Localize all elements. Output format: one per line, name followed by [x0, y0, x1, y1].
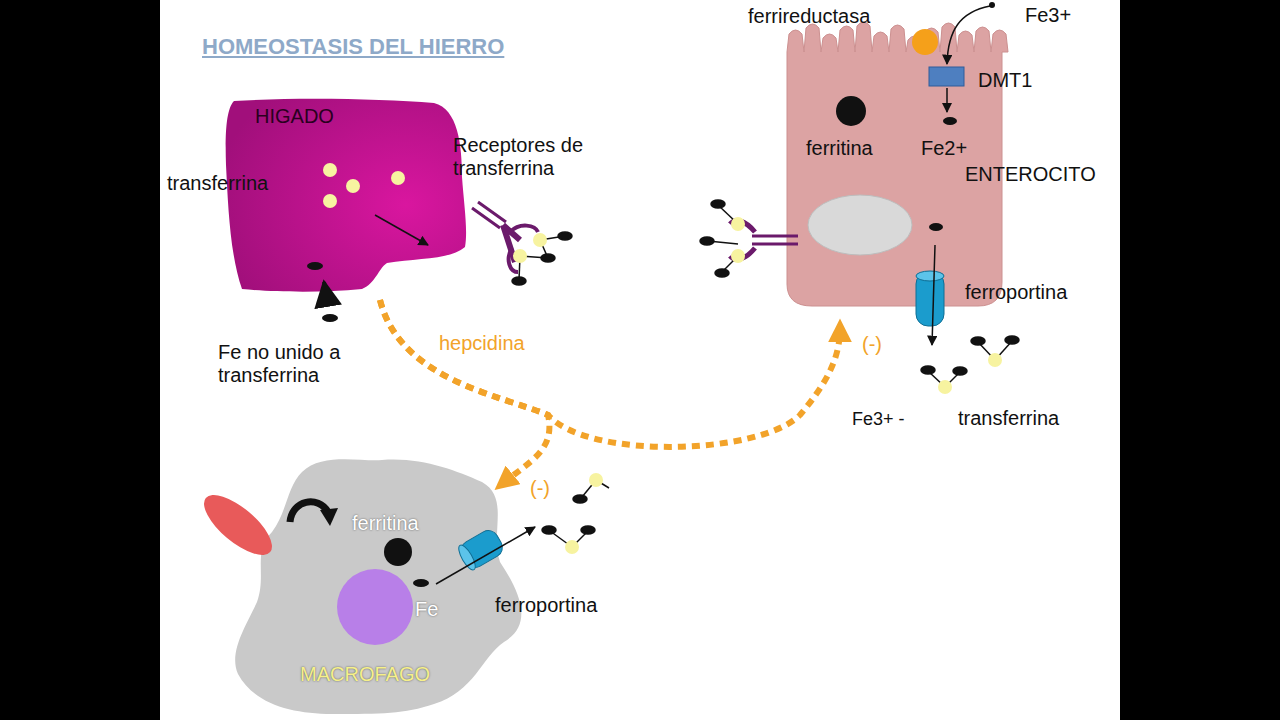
- entry-arrow: [946, 88, 948, 112]
- transferrin-iron-part: [953, 367, 967, 375]
- macrophage-cell: MACROFAGO: [232, 452, 494, 718]
- iron-dots-part: [307, 262, 323, 270]
- liver-cell: HIGADO: [222, 95, 465, 300]
- protein-label: transferrina: [167, 172, 268, 195]
- transferrin-iron-part: [589, 473, 603, 487]
- diagram-title: HOMEOSTASIS DEL HIERRO: [202, 34, 504, 60]
- red-blood-cell: [195, 485, 281, 565]
- transferrin-iron-part: [573, 495, 587, 503]
- transferrin-iron-part: [711, 200, 725, 208]
- ferroportin-channel-part: [916, 272, 944, 326]
- transferrin-iron: [700, 200, 745, 277]
- iron-dot: [413, 579, 429, 587]
- transferrin-iron-part: [938, 380, 952, 394]
- transferrin-circles-part: [323, 194, 337, 208]
- ferroportin-channel-part: [916, 271, 944, 281]
- enterocyte-cell: ENTEROCITO: [782, 12, 1007, 320]
- transferrin-iron-part: [512, 277, 526, 285]
- ferritin-label: ferritina: [352, 512, 419, 535]
- transferrin-receptor: [472, 202, 538, 272]
- transferrin-iron-part: [513, 249, 527, 263]
- ferritin-label: ferritina: [806, 137, 873, 160]
- channel-label: ferroportina: [495, 594, 597, 617]
- nucleus: [337, 569, 413, 645]
- side-bar: [1120, 0, 1280, 720]
- transferrin-iron-part: [731, 249, 745, 263]
- side-bar: [0, 0, 160, 720]
- transferrin-iron-part: [921, 366, 935, 374]
- nucleus: [808, 195, 912, 255]
- cell-name: ENTEROCITO: [965, 163, 1096, 186]
- ion-label: Fe3+: [1025, 4, 1071, 27]
- ion-label: Fe2+: [921, 137, 967, 160]
- enzyme-label: ferrireductasa: [748, 5, 870, 28]
- transferrin-receptor-part: [472, 202, 506, 228]
- hormone-label: hepcidina: [436, 332, 528, 355]
- iron-label: Fe no unido a transferrina: [218, 341, 388, 387]
- transferrin-iron-part: [988, 353, 1002, 367]
- receptor-label: Receptores de transferrina: [453, 134, 638, 180]
- iron-dot: [943, 117, 957, 125]
- hormone-signal: [380, 300, 549, 484]
- macrophage-outline: [235, 459, 521, 714]
- dmt1-transporter: [929, 67, 964, 86]
- liver-outline: [226, 99, 466, 292]
- transferrin-iron-part: [565, 540, 579, 554]
- ferrireductase: [912, 29, 938, 55]
- transferrin-iron-part: [533, 233, 547, 247]
- iron-dots-part: [322, 314, 338, 322]
- transferrin-iron-part: [971, 337, 985, 345]
- iron-dot: [989, 2, 995, 8]
- channel-label: ferroportina: [965, 281, 1067, 304]
- ion-label: Fe3+ -: [852, 409, 905, 430]
- transferrin-receptor-part: [509, 226, 538, 272]
- inhibition-sign: (-): [862, 333, 882, 356]
- cell-name: HIGADO: [255, 105, 334, 128]
- transferrin-circles-part: [323, 163, 337, 177]
- transferrin-circles-part: [391, 171, 405, 185]
- transferrin-iron: [512, 232, 572, 285]
- transporter-label: DMT1: [978, 69, 1032, 92]
- transferrin-iron: [542, 473, 609, 554]
- transferrin-iron-part: [1005, 336, 1019, 344]
- ferritin: [384, 538, 412, 566]
- ferroportin-channel: [916, 271, 944, 326]
- cell-name: MACROFAGO: [300, 663, 430, 686]
- iron-label: Fe: [415, 598, 438, 621]
- transferrin-iron-part: [581, 526, 595, 534]
- transferrin-iron-part: [542, 526, 556, 534]
- transferrin-circles-part: [346, 179, 360, 193]
- transferrin-iron-part: [700, 237, 714, 245]
- iron-dot: [929, 223, 943, 231]
- inhibition-sign: (-): [530, 477, 550, 500]
- transferrin-iron-part: [715, 269, 729, 277]
- transferrin-iron: [921, 336, 1019, 394]
- ferritin: [836, 96, 866, 126]
- transferrin-iron-part: [541, 254, 555, 262]
- transferrin-iron-part: [558, 232, 572, 240]
- transferrin-iron-part: [731, 217, 745, 231]
- hormone-signal: [380, 300, 840, 447]
- protein-label: transferrina: [958, 407, 1059, 430]
